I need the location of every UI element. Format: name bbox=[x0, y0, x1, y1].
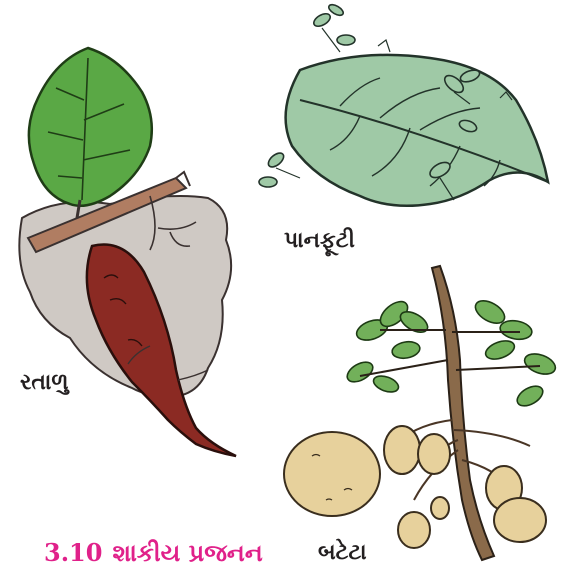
bryophyllum-label: પાનફૂટી bbox=[284, 228, 355, 253]
sweet-potato-leaf bbox=[29, 48, 152, 206]
caption-number: 3.10 bbox=[44, 538, 102, 567]
caption-title: શાકીય પ્રજનન bbox=[112, 538, 262, 567]
potato-tuber bbox=[284, 432, 380, 516]
sweet-potato-label: રતાળુ bbox=[20, 370, 69, 395]
bryophyllum-illustration bbox=[259, 3, 548, 206]
potato-plant-illustration bbox=[284, 266, 558, 560]
bryophyllum-leaf bbox=[286, 55, 548, 206]
figure-caption: 3.10 શાકીય પ્રજનન bbox=[44, 538, 263, 567]
potato-label: બટેટા bbox=[318, 540, 367, 565]
